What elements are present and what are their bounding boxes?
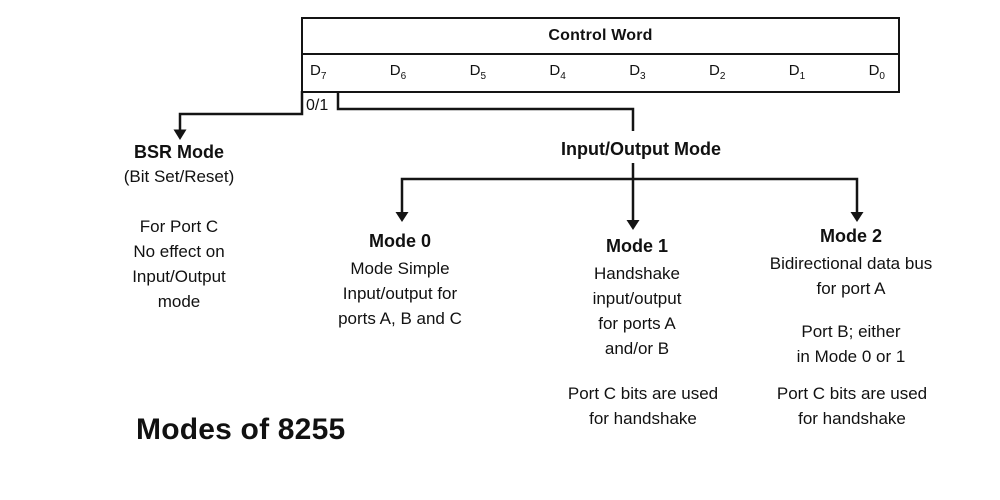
bsr-mode-block: BSR Mode (Bit Set/Reset) For Port C No ef… [124, 141, 235, 314]
bit-label-d7: D7 [310, 62, 327, 82]
text-line: mode [157, 292, 201, 311]
text-line: for port A [816, 279, 886, 298]
bit-label-d0: D0 [868, 62, 885, 82]
bit-label-d1: D1 [788, 62, 806, 82]
mode1-description: Handshake input/output for ports A and/or B [593, 261, 682, 361]
text-line: for handshake [798, 409, 906, 428]
text-line: Port C bits are used [776, 384, 928, 403]
text-line: Port C bits are used [567, 384, 719, 403]
paragraph: Port B; either in Mode 0 or 1 [770, 319, 933, 369]
mode2-block: Mode 2 Bidirectional data bus for port A P… [770, 224, 933, 369]
text-line: Input/output for [342, 284, 458, 303]
paragraph: Bidirectional data bus for port A [770, 251, 933, 301]
text-line: No effect on [133, 242, 225, 261]
paragraph: Handshake input/output for ports A and/or B [593, 261, 682, 361]
control-word-box: Control Word D7 D6 D5 D4 D3 D2 D1 D0 [301, 17, 900, 93]
text-line: Port B; either [801, 322, 901, 341]
mode2-portc-note: Port C bits are used for handshake [777, 381, 927, 431]
mode2-heading: Mode 2 [819, 226, 883, 246]
bsr-mode-description: For Port C No effect on Input/Output mode [124, 214, 235, 314]
text-line: Input/Output [132, 267, 226, 286]
bsr-branch-connector [173, 91, 304, 140]
bsr-mode-heading: BSR Mode [133, 142, 224, 162]
mode2-description: Bidirectional data bus for port A Port B; … [770, 251, 933, 369]
mode0-heading: Mode 0 [368, 231, 432, 251]
bit-label-d6: D6 [389, 62, 407, 82]
text-line: for handshake [589, 409, 697, 428]
bit-label-d4: D4 [549, 62, 566, 82]
control-word-heading: Control Word [303, 19, 898, 55]
mode1-portc-note: Port C bits are used for handshake [568, 381, 718, 431]
text-line: and/or B [604, 339, 670, 358]
bit-label-d2: D2 [708, 62, 726, 82]
bit-label-d5: D5 [469, 62, 486, 82]
text-line: Bidirectional data bus [769, 254, 933, 273]
text-line: Mode Simple [350, 259, 450, 278]
diagram-title: Modes of 8255 [136, 413, 346, 446]
bsr-mode-subheading: (Bit Set/Reset) [123, 167, 235, 186]
text-line: for ports A [598, 314, 676, 333]
text-line: in Mode 0 or 1 [796, 347, 906, 366]
text-line: input/output [592, 289, 682, 308]
bit-row: D7 D6 D5 D4 D3 D2 D1 D0 [303, 55, 898, 89]
io-to-modes-connector [395, 163, 864, 230]
io-mode-heading: Input/Output Mode [561, 139, 721, 159]
io-branch-connector [336, 91, 635, 131]
bit-label-d3: D3 [629, 62, 646, 82]
bit7-value-label: 0/1 [306, 97, 329, 114]
text-line: For Port C [139, 217, 219, 236]
text-line: Handshake [593, 264, 681, 283]
text-line: ports A, B and C [338, 309, 462, 328]
mode1-block: Mode 1 Handshake input/output for ports A a… [593, 234, 682, 361]
mode1-heading: Mode 1 [605, 236, 669, 256]
